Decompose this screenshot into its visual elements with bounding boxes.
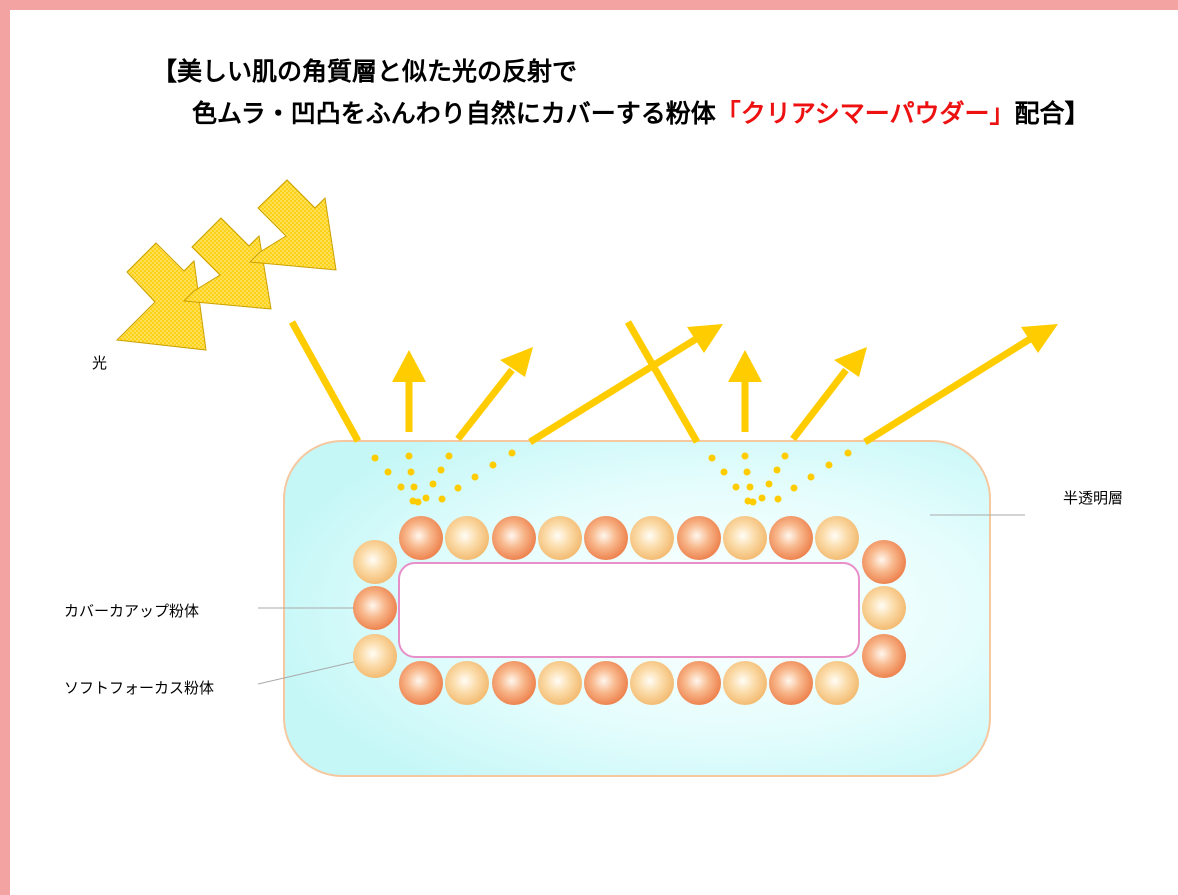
soft-focus-particle <box>445 661 489 705</box>
cover-up-particle <box>862 540 906 584</box>
title-prefix: 色ムラ・凹凸をふんわり自然にカバーする粉体 <box>192 99 716 128</box>
cover-up-powder-label: カバーカアップ粉体 <box>64 602 200 620</box>
light-label: 光 <box>92 354 108 372</box>
cover-up-particle <box>584 516 628 560</box>
cover-up-particle <box>492 516 536 560</box>
soft-focus-particle <box>353 540 397 584</box>
reflected-rays-right <box>624 320 1058 506</box>
incoming-light-arrows <box>115 179 337 351</box>
cover-up-particle <box>399 516 443 560</box>
soft-focus-particle <box>538 516 582 560</box>
cover-up-particle <box>492 661 536 705</box>
title-line-1: 【美しい肌の角質層と似た光の反射で <box>152 57 578 86</box>
soft-focus-particle <box>862 586 906 630</box>
title-line-2: 色ムラ・凹凸をふんわり自然にカバーする粉体「クリアシマーパウダー」配合】 <box>192 94 1090 130</box>
right-particle-column <box>862 540 906 678</box>
cover-up-particle <box>353 586 397 630</box>
bottom-particle-row <box>399 661 859 705</box>
soft-focus-particle <box>723 661 767 705</box>
frame-left-border <box>0 0 10 895</box>
soft-focus-particle <box>815 516 859 560</box>
soft-focus-particle <box>445 516 489 560</box>
cover-up-particle <box>769 661 813 705</box>
soft-focus-powder-label: ソフトフォーカス粉体 <box>64 679 215 697</box>
cover-up-particle <box>677 516 721 560</box>
cover-up-particle <box>584 661 628 705</box>
title-suffix: 配合】 <box>1014 99 1090 128</box>
soft-focus-particle <box>630 661 674 705</box>
soft-focus-particle <box>723 516 767 560</box>
light-arrow-icon <box>248 179 337 271</box>
cover-up-particle <box>399 661 443 705</box>
soft-focus-particle <box>538 661 582 705</box>
scatter-dots-right <box>708 449 852 506</box>
soft-focus-particle <box>630 516 674 560</box>
cover-up-particle <box>769 516 813 560</box>
product-name-highlight: 「クリアシマーパウダー」 <box>715 99 1015 128</box>
top-particle-row <box>399 516 859 560</box>
light-arrow-icon <box>182 217 272 310</box>
frame-top-border <box>0 0 1178 10</box>
soft-focus-particle <box>815 661 859 705</box>
reflected-rays-left <box>288 320 723 506</box>
inner-core <box>398 562 860 658</box>
translucent-layer-label: 半透明層 <box>1063 489 1124 507</box>
cover-up-particle <box>677 661 721 705</box>
light-arrow-icon <box>115 242 207 351</box>
left-particle-column <box>353 540 397 678</box>
soft-focus-particle <box>353 634 397 678</box>
scatter-dots-left <box>371 449 516 506</box>
cover-up-particle <box>862 634 906 678</box>
